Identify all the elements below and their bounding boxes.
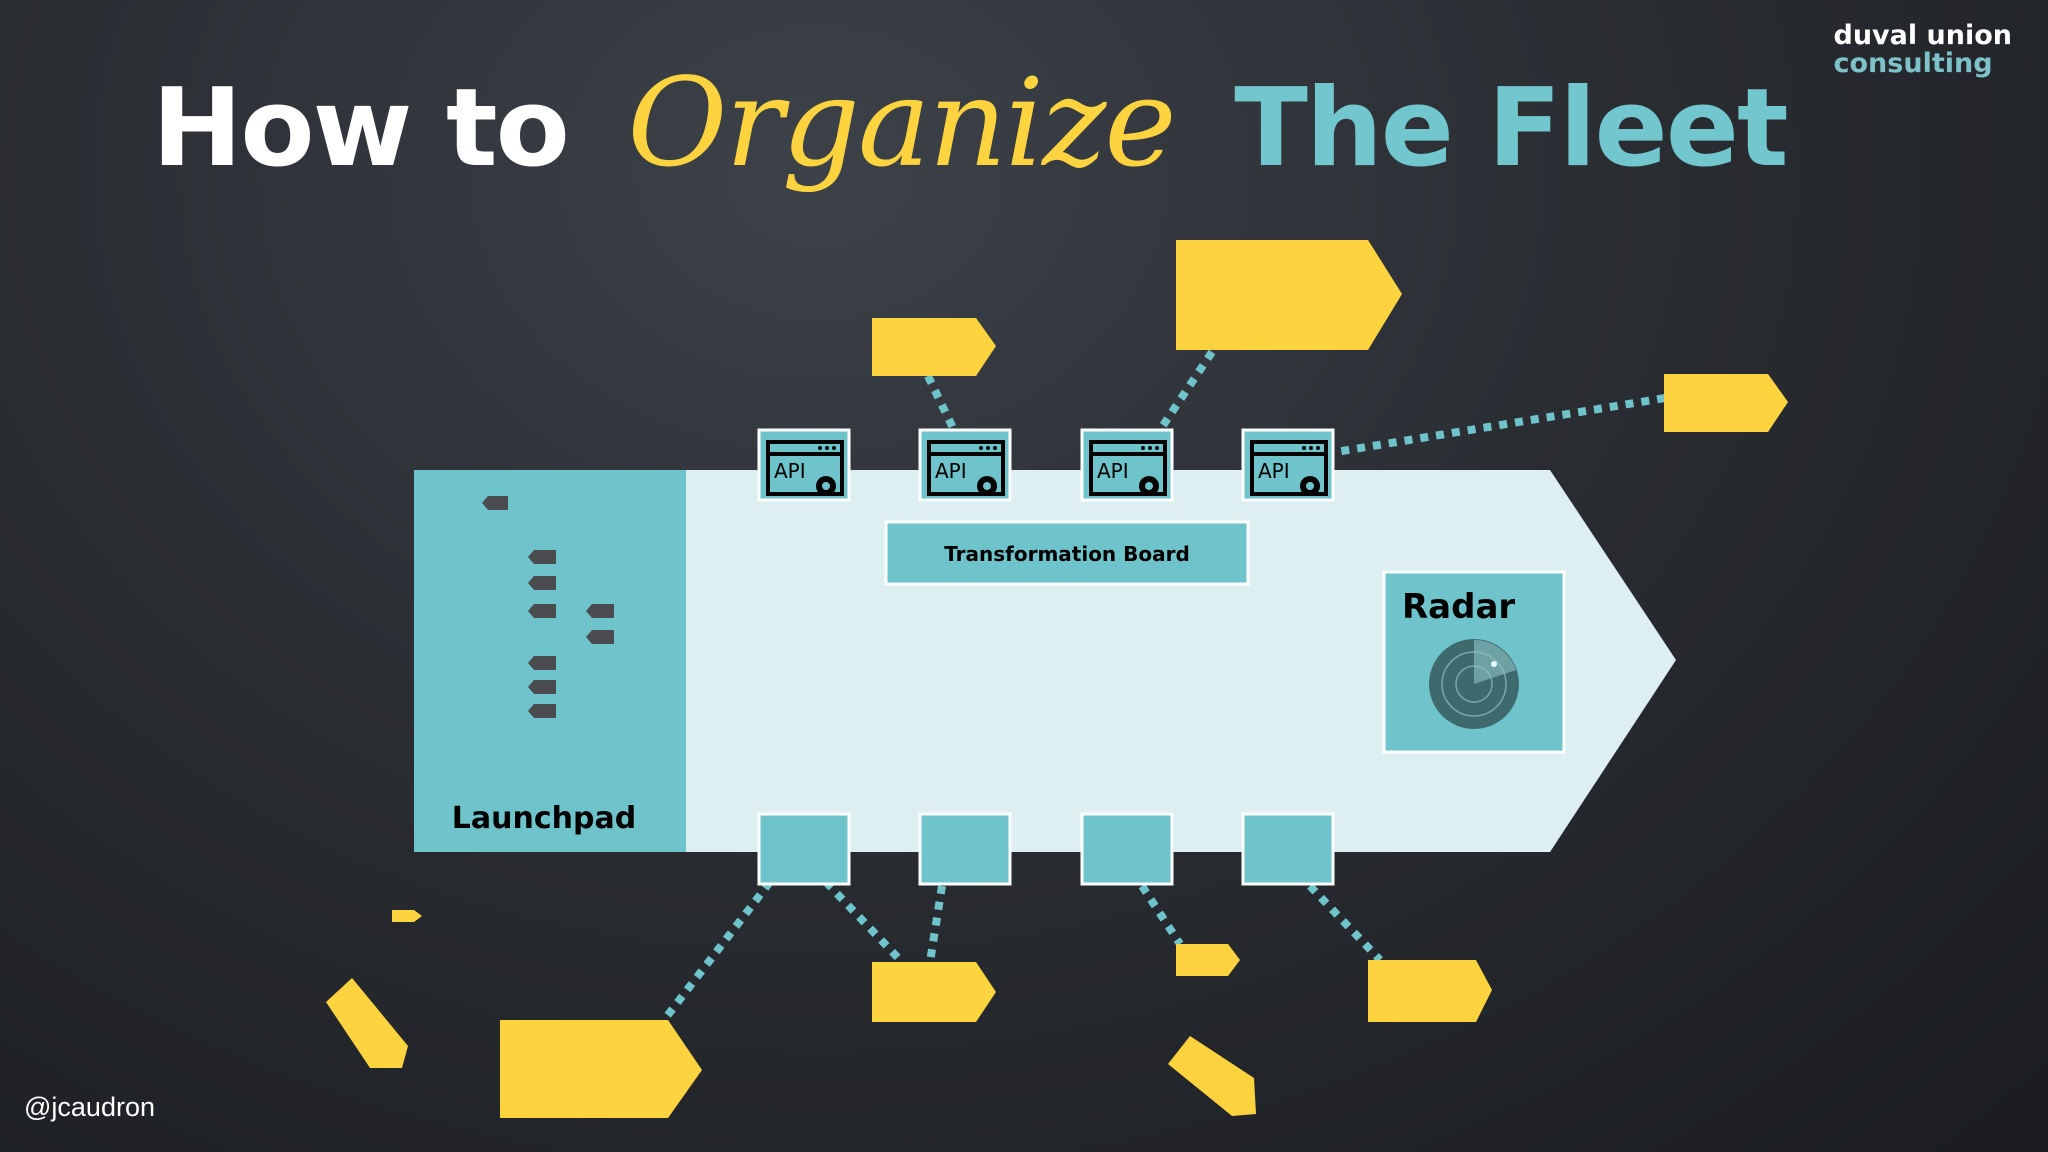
title-how-to: How to (152, 66, 570, 191)
small-ship (872, 962, 996, 1022)
transformation-board (884, 520, 1250, 586)
tiny-ship (1176, 944, 1240, 976)
transformation-board-label: Transformation Board (944, 542, 1190, 566)
connector-lines (660, 349, 1666, 1023)
tilted-ship (1168, 1036, 1256, 1116)
connector-line (1138, 883, 1184, 947)
dock-module (1241, 812, 1335, 886)
tiny-ship (392, 910, 422, 922)
small-ship (1368, 960, 1492, 1022)
large-ship (1176, 240, 1402, 350)
dock-module (918, 812, 1012, 886)
connector-line (1156, 349, 1216, 433)
slide-title: How to Organize The Fleet (152, 44, 1789, 203)
ship-hull (414, 470, 1676, 852)
api-module (1241, 428, 1335, 502)
dock-module (757, 812, 851, 886)
connector-line (823, 879, 905, 965)
title-the-fleet: The Fleet (1234, 66, 1788, 191)
tilted-ship (326, 978, 408, 1068)
large-ship (500, 1020, 702, 1118)
launchpad-glyphs (482, 496, 614, 718)
connector-line (926, 885, 946, 963)
api-module (918, 428, 1012, 502)
logo-line-2: consulting (1833, 48, 1993, 80)
dock-module (1080, 812, 1174, 886)
api-module (1080, 428, 1174, 502)
launchpad-label: Launchpad (452, 801, 636, 836)
small-ship (1664, 374, 1788, 432)
logo-line-1: duval union (1833, 20, 2013, 51)
connector-line (924, 374, 958, 432)
radar-icon (1429, 639, 1519, 729)
api-module (757, 428, 851, 502)
connector-line (660, 879, 774, 1023)
title-organize: Organize (627, 52, 1176, 194)
connector-line (1335, 394, 1666, 456)
radar-label: Radar (1402, 587, 1515, 627)
yellow-ships (326, 240, 1788, 1118)
author-handle: @jcaudron (24, 1092, 155, 1122)
connector-line (1307, 883, 1383, 963)
company-logo: duval union consulting (1833, 20, 2013, 80)
small-ship (872, 318, 996, 376)
